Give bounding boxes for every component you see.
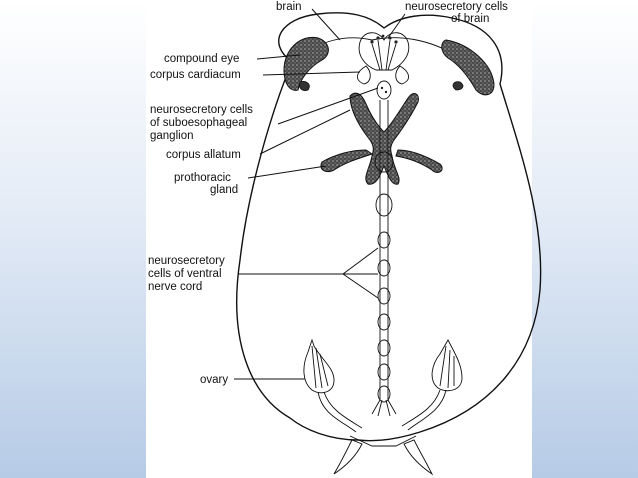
label-corpus-allatum: corpus allatum [166,149,241,161]
label-neurosecretory-brain-1: neurosecretory cells [405,1,508,13]
cercus-left [333,439,363,475]
label-ovary: ovary [200,374,228,386]
label-subesophageal-2: of suboesophageal [150,117,247,129]
label-prothoracic-2: gland [210,184,238,196]
corpus-cardiacum-right [395,65,409,85]
brain-nerves [371,39,397,71]
label-brain: brain [276,1,302,13]
cercus-right [403,439,434,476]
prothoracic-gland-right [395,149,443,173]
label-compound-eye: compound eye [164,53,239,65]
corpus-cardiacum-left [357,65,371,85]
label-corpus-cardiacum: corpus cardiacum [150,69,241,81]
ovary-right-strands [439,345,455,389]
leader-lines [234,8,406,380]
compound-eye-left [283,36,329,91]
ventral-nerve-cord [371,100,397,417]
prothoracic-gland [320,149,374,173]
compound-eye-right [441,39,495,96]
genital-plate [349,435,417,447]
label-subesophageal-3: ganglion [150,130,193,142]
corpus-allatum [349,92,419,185]
label-ventral-1: neurosecretory [148,255,225,267]
oviducts [317,389,447,433]
label-prothoracic-1: prothoracic [174,172,231,184]
brain [358,32,410,71]
ovary-right [431,339,463,392]
label-neurosecretory-brain-2: of brain [451,13,489,25]
neurosecretory-cells-of-brain [370,34,398,44]
ovary-left [303,338,335,394]
suboesophageal-ganglion [376,80,392,100]
diagram-panel [146,0,532,478]
label-ventral-3: nerve cord [148,281,202,293]
ovary-left-strands [311,345,329,389]
label-subesophageal-1: neurosecretory cells [150,104,253,116]
insect-body-outline [236,12,542,442]
label-ventral-2: cells of ventral [148,268,222,280]
optic-lobes [299,81,464,91]
